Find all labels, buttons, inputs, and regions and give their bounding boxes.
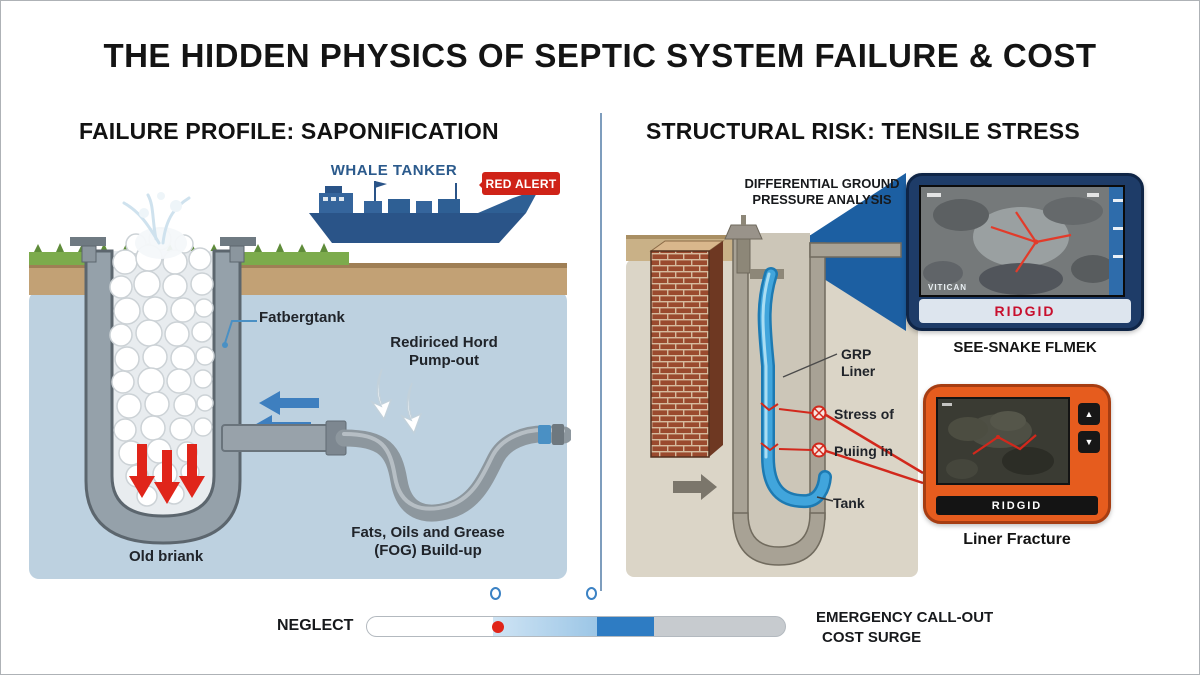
ridgid-logo-bottom: RIDGID [991,499,1043,512]
top-device-bezel: RIDGID [919,299,1131,323]
liner-interior-image [938,399,1068,483]
bottom-device-caption: Liner Fracture [963,531,1071,548]
tensile-stress-illustration [626,173,924,577]
brick-column [649,240,725,458]
fog-label-line1: Fats, Oils and Grease [351,524,505,541]
stress-markers [760,402,924,485]
pressure-down-arrows [129,444,205,504]
analysis-label-line1: DIFFERENTIAL GROUND [744,176,900,191]
concrete-shaft [732,230,902,566]
pumpout-label-line2: Pump-out [409,352,479,369]
tank-label: Tank [833,495,865,511]
pressure-arrow-icon [673,474,717,500]
bottom-device-bezel: RIDGID [936,496,1098,515]
progress-dot [492,621,504,633]
pumpout-label: Rediriced Hord Pump-out [374,334,514,370]
pulling-label: Puiing in [834,443,894,459]
threshold-marker-2 [586,587,597,600]
device-up-button: ▲ [1078,403,1100,425]
grp-label-line1: GRP [841,346,872,362]
fog-label: Fats, Oils and Grease (FOG) Build-up [333,524,523,560]
surge-label: EMERGENCY CALL-OUT COST SURGE [816,608,993,648]
pumpout-hose [221,420,571,522]
fatberg-label: Fatbergtank [259,309,345,326]
pumpout-drop-arrows [369,368,423,435]
inspection-screen-bottom [936,397,1070,485]
stress-label: Stress of [834,406,894,422]
top-device-caption: SEE-SNAKE FLMEK [953,339,1097,356]
neglect-label: NEGLECT [277,617,354,634]
analysis-label-line2: PRESSURE ANALYSIS [752,192,892,207]
red-alert-badge: RED ALERT [479,172,560,195]
liner-fracture-monitor: ▲ ▼ RIDGID [923,384,1111,524]
up-arrow-icon: ▲ [1084,409,1094,419]
threshold-marker-1 [490,587,501,600]
left-panel-heading: FAILURE PROFILE: SAPONIFICATION [79,118,499,144]
right-panel-heading: STRUCTURAL RISK: TENSILE STRESS [646,118,1080,144]
grp-pointer-line [782,353,838,378]
whale-tanker-icon [309,181,539,243]
pipe-interior-image [921,187,1123,295]
down-arrow-icon: ▼ [1084,437,1094,447]
pumpout-label-line1: Rediriced Hord [390,334,498,351]
inspection-screen-top: VITICAN [919,185,1125,297]
grp-pipe-liner [757,267,832,509]
saponification-illustration [29,181,571,579]
screen-hud-text: VITICAN [928,283,967,292]
ship-label: WHALE TANKER [330,162,458,179]
device-down-button: ▼ [1078,431,1100,453]
fatberg-pointer-line [222,320,257,348]
surge-label-line2: COST SURGE [822,629,922,646]
old-briank-label: Old briank [129,548,204,565]
ridgid-logo-top: RIDGID [994,303,1056,319]
fog-label-line2: (FOG) Build-up [374,542,482,559]
see-snake-monitor: VITICAN RIDGID [906,173,1144,331]
grp-label-line2: Liner [841,363,876,379]
cost-progress-track [366,616,786,637]
page-title: THE HIDDEN PHYSICS OF SEPTIC SYSTEM FAIL… [103,37,1097,74]
panel-divider [600,113,602,591]
analysis-label: DIFFERENTIAL GROUND PRESSURE ANALYSIS [738,176,906,208]
surge-label-line1: EMERGENCY CALL-OUT [816,609,994,626]
water-spray [122,192,191,259]
grp-liner-label: GRP Liner [841,346,875,380]
tank-pointer-line [816,496,834,502]
